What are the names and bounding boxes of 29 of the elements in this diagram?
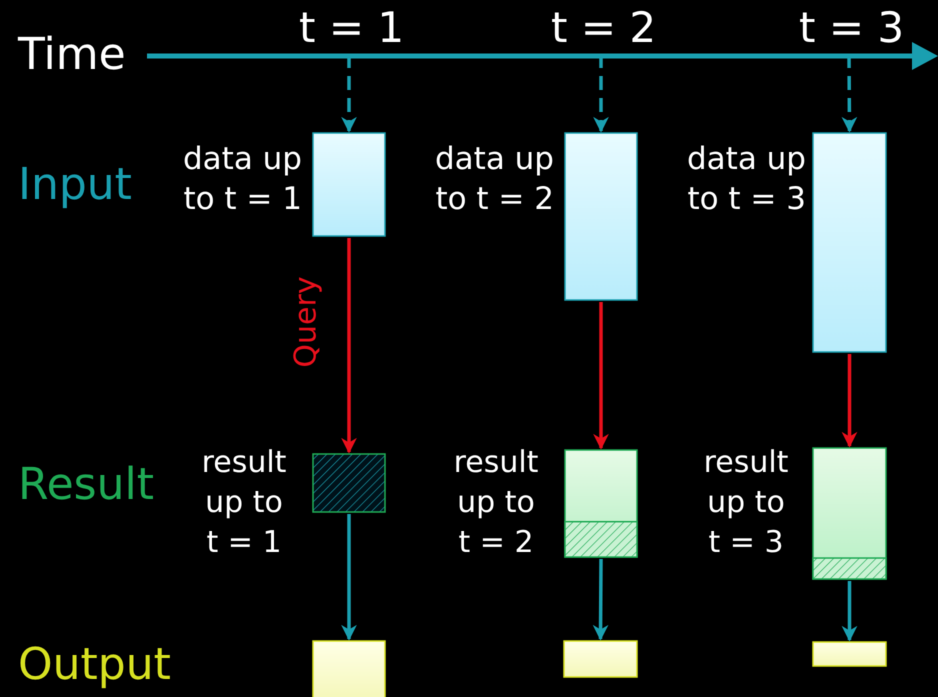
arrow xyxy=(341,238,357,454)
arrow xyxy=(592,558,608,641)
result-table-box xyxy=(312,453,386,513)
box-caption: data up to t = 2 xyxy=(434,140,554,219)
input-data-box xyxy=(564,132,638,301)
row-label: Input xyxy=(18,160,132,210)
arrow xyxy=(842,354,858,448)
input-data-box xyxy=(812,132,887,353)
output-box xyxy=(312,640,386,697)
output-box xyxy=(563,640,638,678)
edge-label: Query xyxy=(290,276,324,368)
time-label: t = 1 xyxy=(299,4,399,52)
result-table-box xyxy=(564,449,638,558)
row-label: Output xyxy=(18,640,171,690)
arrow xyxy=(842,581,858,642)
row-label: Result xyxy=(18,460,154,510)
box-caption: result up to t = 1 xyxy=(200,444,288,562)
box-caption: result up to t = 2 xyxy=(452,444,540,562)
arrow xyxy=(593,302,609,450)
row-label: Time xyxy=(18,30,126,80)
input-data-box xyxy=(312,132,386,237)
time-label: t = 3 xyxy=(799,4,899,52)
result-table-box xyxy=(812,447,887,580)
arrow xyxy=(341,514,357,641)
box-caption: result up to t = 3 xyxy=(702,444,790,562)
box-caption: data up to t = 1 xyxy=(182,140,302,219)
time-label: t = 2 xyxy=(551,4,651,52)
output-box xyxy=(812,641,887,667)
box-caption: data up to t = 3 xyxy=(686,140,806,219)
